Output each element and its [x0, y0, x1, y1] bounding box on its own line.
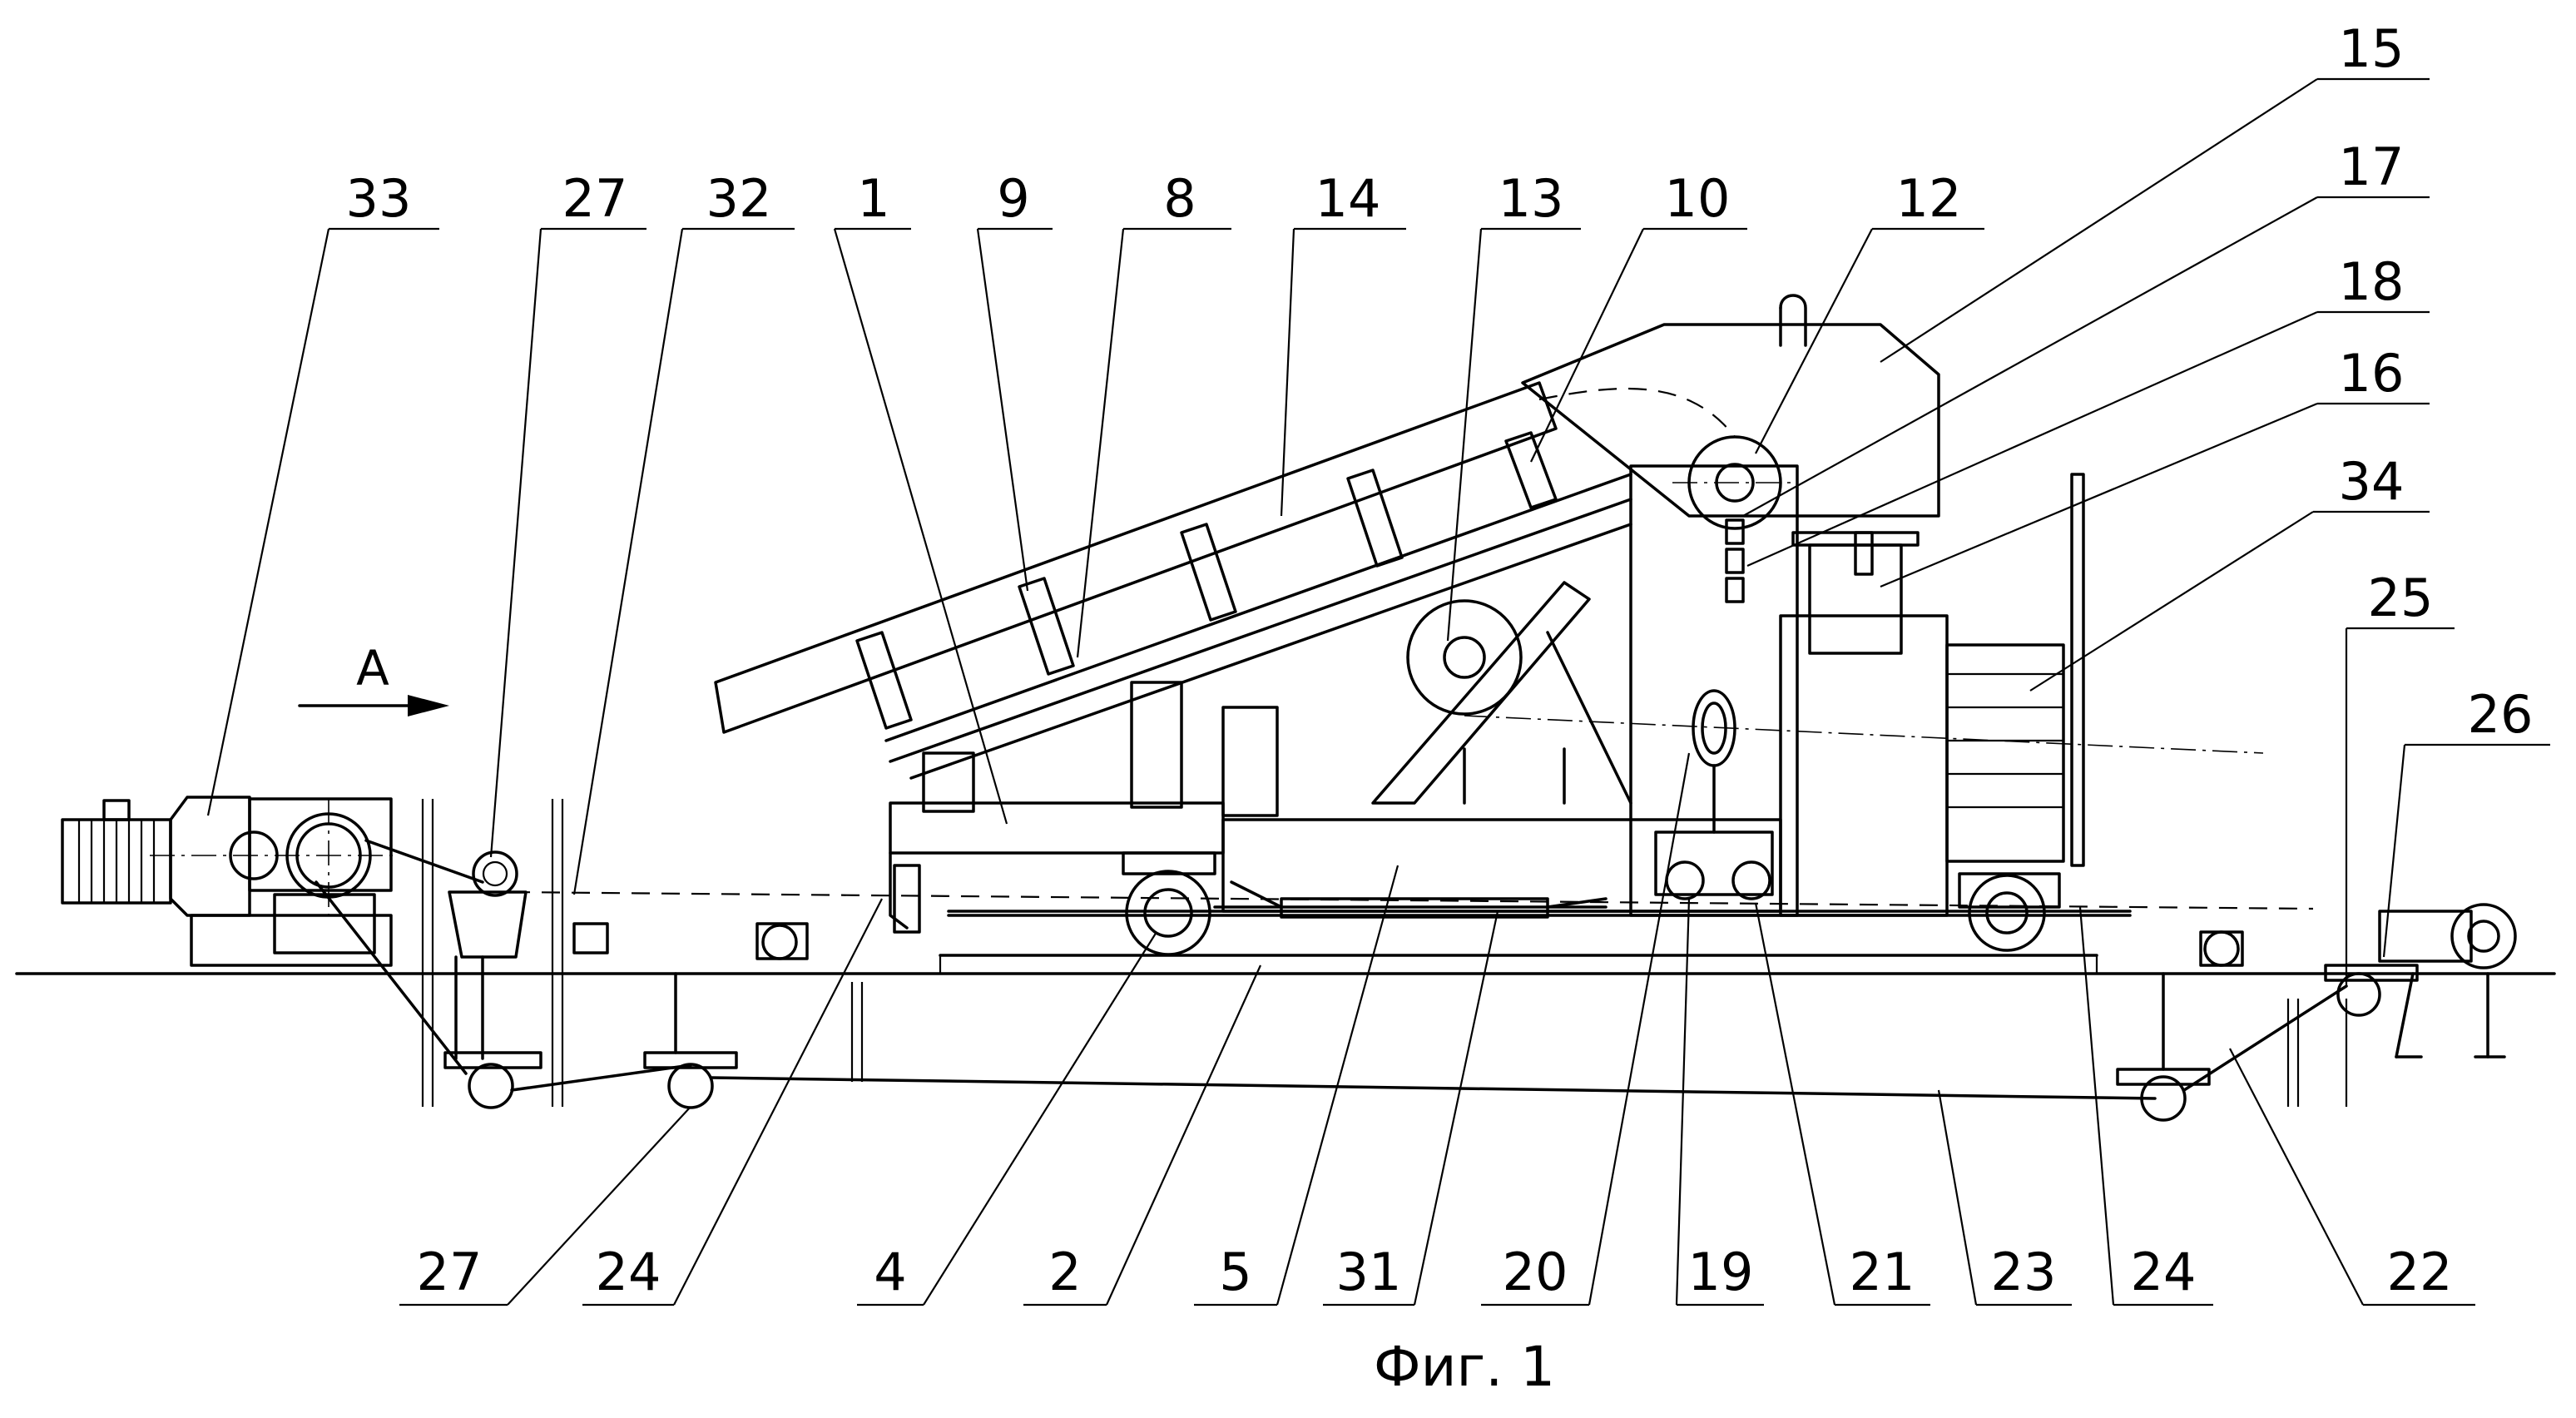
- callout-14: 14: [1315, 168, 1381, 229]
- callout-9: 9: [997, 168, 1029, 229]
- callout-8: 8: [1163, 168, 1196, 229]
- right-end: [2326, 905, 2515, 1057]
- callout-31: 31: [1336, 1242, 1402, 1302]
- callout-4: 4: [874, 1242, 906, 1302]
- callout-12: 12: [1896, 168, 1962, 229]
- inclined-conveyor: [716, 383, 2263, 816]
- callout-24-left: 24: [596, 1242, 661, 1302]
- callout-34: 34: [2339, 451, 2405, 512]
- idlers: [857, 433, 1556, 728]
- tower: [1523, 295, 2083, 915]
- drive-unit: [62, 797, 399, 965]
- hopper: [449, 852, 607, 1059]
- callout-21: 21: [1850, 1242, 1915, 1302]
- frame-wheels: [757, 853, 2242, 965]
- main-frame: [890, 803, 2130, 932]
- callout-18: 18: [2339, 251, 2405, 312]
- callout-26: 26: [2468, 684, 2534, 745]
- callout-23: 23: [1991, 1242, 2057, 1302]
- callout-10: 10: [1665, 168, 1731, 229]
- callout-27-bottom: 27: [417, 1242, 483, 1302]
- callout-27: 27: [562, 168, 628, 229]
- view-arrow-a: А: [300, 640, 449, 716]
- callout-22: 22: [2387, 1242, 2453, 1302]
- callout-15: 15: [2339, 18, 2405, 79]
- figure-caption: Фиг. 1: [1374, 1335, 1555, 1399]
- callout-2: 2: [1048, 1242, 1081, 1302]
- callout-25: 25: [2368, 568, 2434, 628]
- break-lines: [423, 799, 2346, 1107]
- return-pulleys: [445, 974, 2209, 1120]
- chain-lines: [316, 840, 2346, 1098]
- leader-lines: [208, 79, 2550, 1305]
- callout-13: 13: [1499, 168, 1564, 229]
- callout-16: 16: [2339, 343, 2405, 404]
- ground-line: [17, 955, 2554, 974]
- callout-20: 20: [1503, 1242, 1568, 1302]
- callout-19: 19: [1688, 1242, 1754, 1302]
- callout-17: 17: [2339, 136, 2405, 197]
- callout-labels: 33 27 32 1 9 8 14 13 10 12 15 17 18 16 3…: [346, 18, 2534, 1302]
- callout-33: 33: [346, 168, 412, 229]
- callout-5: 5: [1219, 1242, 1251, 1302]
- callout-1: 1: [857, 168, 889, 229]
- callout-24-right: 24: [2131, 1242, 2197, 1302]
- callout-32: 32: [706, 168, 772, 229]
- view-marker: А: [356, 640, 389, 697]
